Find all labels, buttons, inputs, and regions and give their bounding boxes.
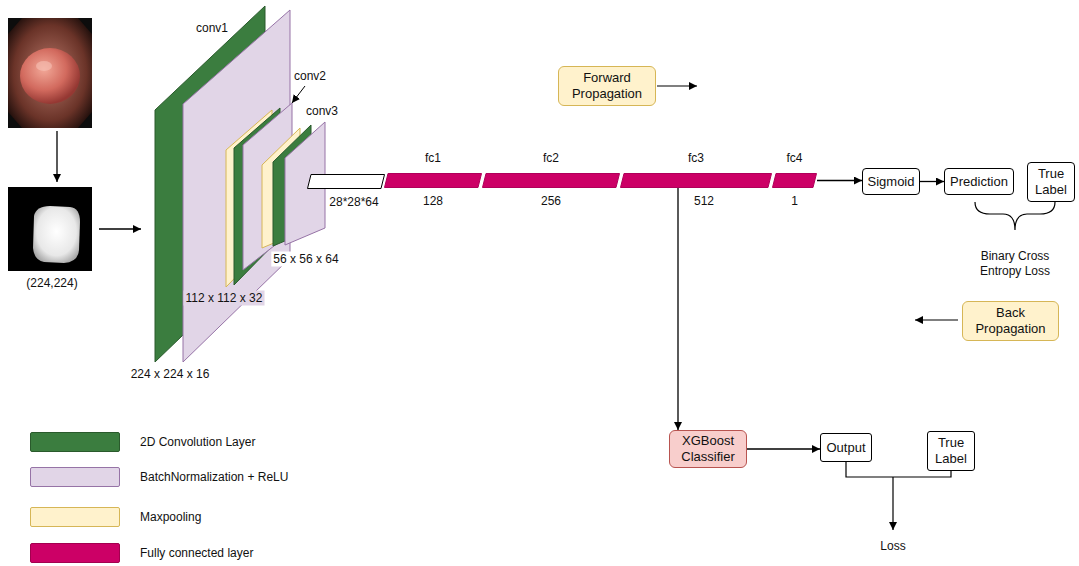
box-text: True Label — [1032, 166, 1070, 197]
fc-layer: fc1128 — [384, 173, 482, 188]
merge-arrow — [892, 477, 893, 530]
bar-fill — [308, 175, 385, 189]
image-corner — [8, 112, 22, 128]
direction-arrow — [915, 319, 958, 320]
text-wrap: Forward Propagation — [563, 70, 651, 101]
text-wrap: Output — [825, 440, 867, 456]
flow-arrow — [56, 131, 57, 182]
polyp — [20, 48, 80, 104]
layer-name: fc3 — [688, 151, 704, 165]
legend-text: 2D Convolution Layer — [140, 435, 255, 449]
box-text: Back Propagation — [967, 305, 1054, 336]
legend-swatch — [30, 507, 120, 527]
process-box: Sigmoid — [862, 168, 920, 195]
pointer-arrow — [292, 86, 305, 103]
bar-fill — [385, 174, 482, 188]
layer-size: 28*28*64 — [329, 195, 378, 209]
text-wrap: True Label — [932, 435, 970, 466]
label-text: conv3 — [306, 104, 338, 119]
bar-fill — [621, 174, 772, 188]
bar-shape — [482, 173, 620, 188]
label-text: conv1 — [196, 21, 228, 36]
bar-shape — [307, 174, 385, 189]
layer-name: fc1 — [425, 151, 441, 165]
bracket — [975, 202, 1055, 230]
image-corner — [78, 112, 92, 128]
label-text: 56 x 56 x 64 — [271, 252, 340, 267]
flatten-layer: 28*28*64 — [307, 174, 385, 189]
label-text: (224,224) — [26, 276, 77, 291]
process-box: Prediction — [944, 168, 1014, 195]
fc-layer: fc2256 — [482, 173, 620, 188]
box-text: Forward Propagation — [563, 70, 651, 101]
legend-swatch — [30, 467, 120, 487]
bar-shape — [384, 173, 482, 188]
text-wrap: Prediction — [949, 174, 1009, 190]
box-text: Sigmoid — [867, 174, 915, 190]
legend-swatch — [30, 543, 120, 563]
bar-shape — [620, 173, 772, 188]
layer-size: 128 — [423, 194, 443, 208]
legend-text: Fully connected layer — [140, 546, 253, 560]
image-corner — [78, 18, 92, 34]
connector-arrow — [747, 448, 820, 449]
process-box: True Label — [1027, 162, 1075, 202]
fc-layer: fc3512 — [620, 173, 772, 188]
layer-size: 256 — [541, 194, 561, 208]
polyp-highlight — [36, 61, 52, 71]
connector-arrow — [677, 188, 678, 430]
endoscopy-image — [8, 18, 92, 128]
text-wrap: True Label — [1032, 166, 1070, 197]
label-text: Loss — [880, 539, 905, 554]
box-text: XGBoost Classifier — [674, 433, 742, 464]
text-wrap: Sigmoid — [867, 174, 915, 190]
label-text: 224 x 224 x 16 — [131, 367, 210, 382]
connector-arrow — [920, 181, 944, 182]
propagation-box: Back Propagation — [962, 301, 1059, 341]
bar-fill — [483, 174, 620, 188]
label-text: conv2 — [294, 69, 326, 84]
box-text: Output — [825, 440, 867, 456]
image-corner — [8, 18, 22, 34]
text-wrap: Back Propagation — [967, 305, 1054, 336]
classifier-box: XGBoost Classifier — [669, 430, 747, 468]
layer-name: fc2 — [543, 151, 559, 165]
text-wrap: XGBoost Classifier — [674, 433, 742, 464]
label-text: 112 x 112 x 32 — [184, 291, 265, 306]
process-box: True Label — [927, 431, 975, 471]
flow-arrow — [99, 228, 141, 229]
bar-shape — [772, 173, 817, 188]
box-text: True Label — [932, 435, 970, 466]
propagation-box: Forward Propagation — [558, 66, 656, 106]
bar-fill — [773, 174, 817, 188]
layer-name: fc4 — [786, 151, 802, 165]
mask-region — [33, 206, 80, 263]
direction-arrow — [657, 85, 697, 86]
mask-image — [8, 187, 92, 271]
process-box: Output — [820, 433, 872, 462]
connector-arrow — [817, 180, 862, 181]
layer-size: 1 — [791, 194, 798, 208]
fc-layer: fc41 — [772, 173, 817, 188]
box-text: Prediction — [949, 174, 1009, 190]
layer-size: 512 — [694, 194, 714, 208]
legend-text: Maxpooling — [140, 510, 201, 524]
legend-text: BatchNormalization + ReLU — [140, 470, 288, 484]
legend-swatch — [30, 432, 120, 452]
label-text: Binary Cross Entropy Loss — [965, 249, 1065, 279]
